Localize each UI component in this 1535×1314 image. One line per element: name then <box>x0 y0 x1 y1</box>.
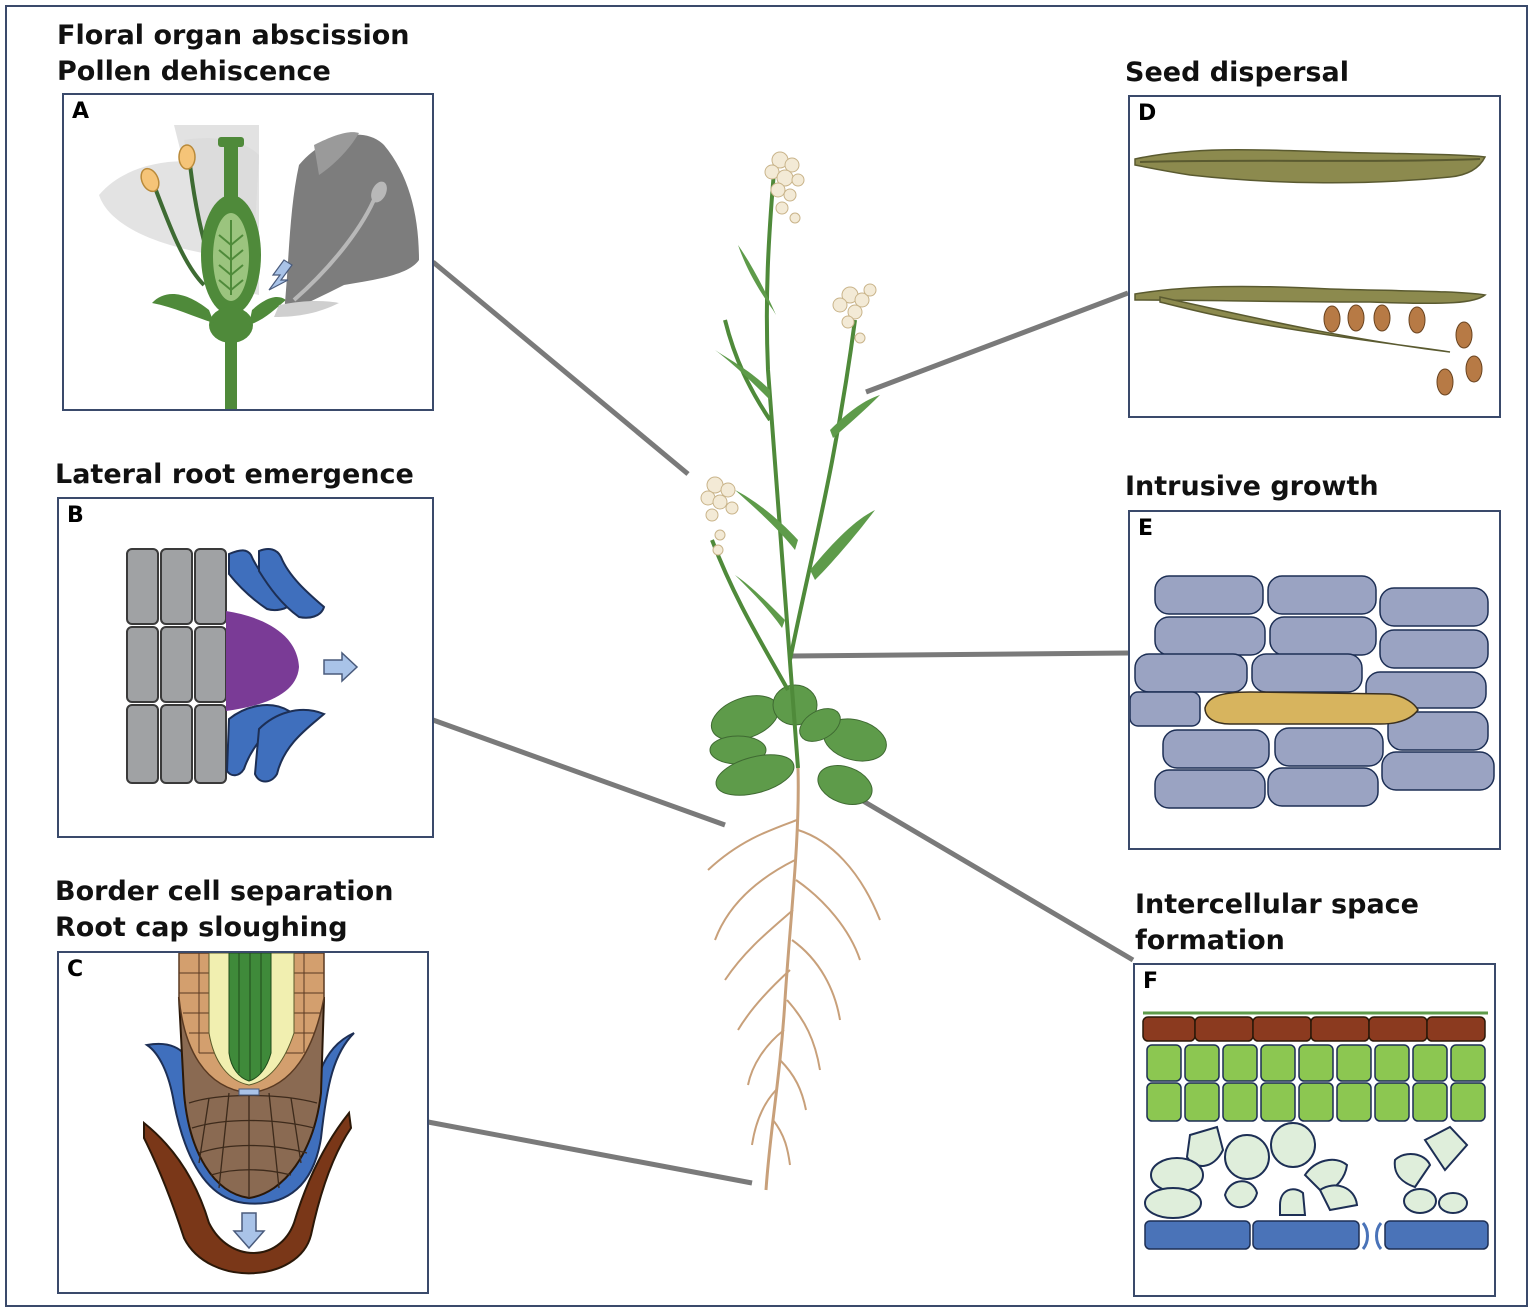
root-system <box>707 767 881 1191</box>
figure-frame <box>5 5 1528 1307</box>
panel-c-root-cap: C <box>57 951 429 1294</box>
panel-f-letter: F <box>1143 969 1159 994</box>
panel-c-title-line2: Root cap sloughing <box>55 912 348 943</box>
panel-f-title-line2: formation <box>1135 925 1285 956</box>
panel-e-intrusive-growth: E <box>1128 510 1501 850</box>
panel-e-title: Intrusive growth <box>1125 471 1379 502</box>
connector-c <box>427 1119 753 1186</box>
panel-b-letter: B <box>67 503 84 528</box>
connector-d <box>865 290 1129 395</box>
rosette-leaves <box>709 684 887 805</box>
panel-d-seed-dispersal: D <box>1128 95 1501 418</box>
flower-illustration <box>99 125 419 409</box>
lateral-root-illustration <box>126 548 359 784</box>
panel-b-lateral-root: B <box>57 497 434 838</box>
connector-e <box>791 650 1129 659</box>
panel-d-title: Seed dispersal <box>1125 57 1349 88</box>
panel-a-letter: A <box>72 99 90 124</box>
panel-d-letter: D <box>1138 101 1157 126</box>
arabidopsis-plant <box>700 151 887 1191</box>
leaf-section-illustration <box>1142 1011 1489 1250</box>
panel-e-letter: E <box>1138 516 1154 541</box>
connector-a <box>431 260 690 476</box>
panel-c-letter: C <box>67 957 84 982</box>
connector-f <box>856 795 1135 963</box>
panel-a-flower: A <box>62 93 434 411</box>
cauline-leaves <box>715 245 880 628</box>
panel-b-title: Lateral root emergence <box>55 459 414 490</box>
flower-clusters <box>700 151 877 556</box>
silique-illustration <box>1134 148 1487 396</box>
intrusive-growth-illustration <box>1130 575 1495 809</box>
panel-c-title-line1: Border cell separation <box>55 876 394 907</box>
panel-f-title-line1: Intercellular space <box>1135 889 1419 920</box>
stems <box>710 159 857 769</box>
panel-a-title-line2: Pollen dehiscence <box>57 56 331 87</box>
root-cap-illustration <box>143 953 355 1275</box>
panel-f-intercellular-space: F <box>1133 963 1496 1297</box>
panel-a-title-line1: Floral organ abscission <box>57 20 410 51</box>
connector-b <box>432 717 726 828</box>
